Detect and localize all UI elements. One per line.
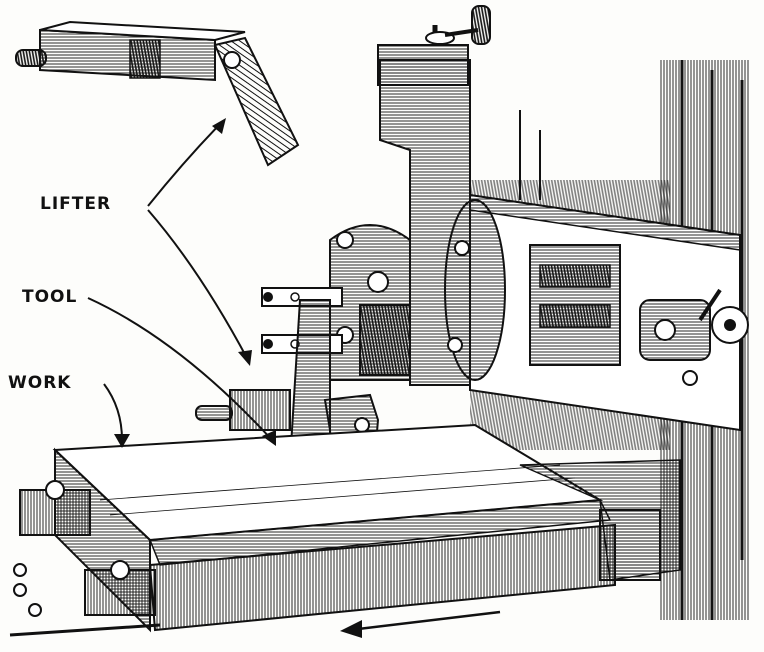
work-label: WORK	[8, 373, 72, 393]
tool-head	[377, 5, 506, 386]
feed-crank	[639, 288, 749, 386]
clapper-box	[261, 224, 411, 381]
table	[9, 459, 681, 637]
work-piece	[52, 423, 616, 633]
feed-direction-arrow	[340, 610, 501, 638]
lifter-label: LIFTER	[40, 194, 112, 214]
leader-lines	[87, 118, 276, 448]
tool-label: TOOL	[22, 287, 78, 307]
lifter-detail	[15, 20, 300, 167]
ram	[469, 193, 741, 432]
